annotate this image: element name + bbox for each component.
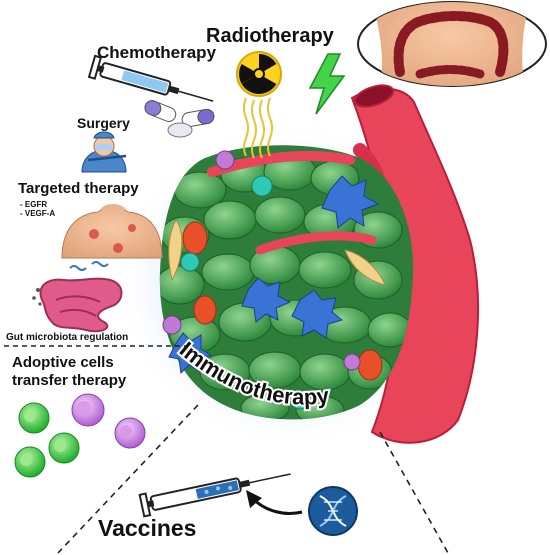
curved-arrow (250, 496, 303, 515)
targeted-therapy-label: Targeted therapy (18, 180, 139, 197)
tumor-mass (159, 145, 414, 420)
adoptive-cells-label-line1: Adoptive cells (12, 354, 114, 371)
radiation-trefoil-icon (236, 51, 282, 97)
gut-microbiota-label: Gut microbiota regulation (6, 332, 129, 343)
adoptive-cells (14, 393, 146, 478)
adoptive-cells-label-line2: transfer therapy (12, 372, 127, 389)
radiotherapy-label: Radiotherapy (206, 25, 334, 47)
vegfa-label: - VEGF-A (20, 209, 56, 218)
dna-icon (308, 486, 358, 536)
surgeon-icon (81, 131, 127, 173)
arrow-head (246, 490, 262, 508)
vaccines-pointer-left (57, 404, 199, 554)
lightning-bolt-icon (308, 53, 346, 115)
intestine-icon (32, 261, 123, 333)
abdomen-inset (357, 1, 547, 87)
chemotherapy-label: Chemotherapy (97, 43, 217, 62)
radiation-rays (243, 97, 273, 159)
tumor-microenvironment-cells (162, 150, 386, 410)
pill-capsule-icon (144, 100, 215, 138)
egfr-label: - EGFR (20, 200, 48, 209)
vaccines-label: Vaccines (98, 515, 197, 541)
vaccine-syringe-icon (138, 473, 291, 518)
chemotherapy-syringe-icon (87, 54, 214, 102)
surgery-label: Surgery (77, 115, 130, 131)
human-torso-icon (61, 204, 163, 259)
vaccines-pointer-right (379, 431, 449, 554)
